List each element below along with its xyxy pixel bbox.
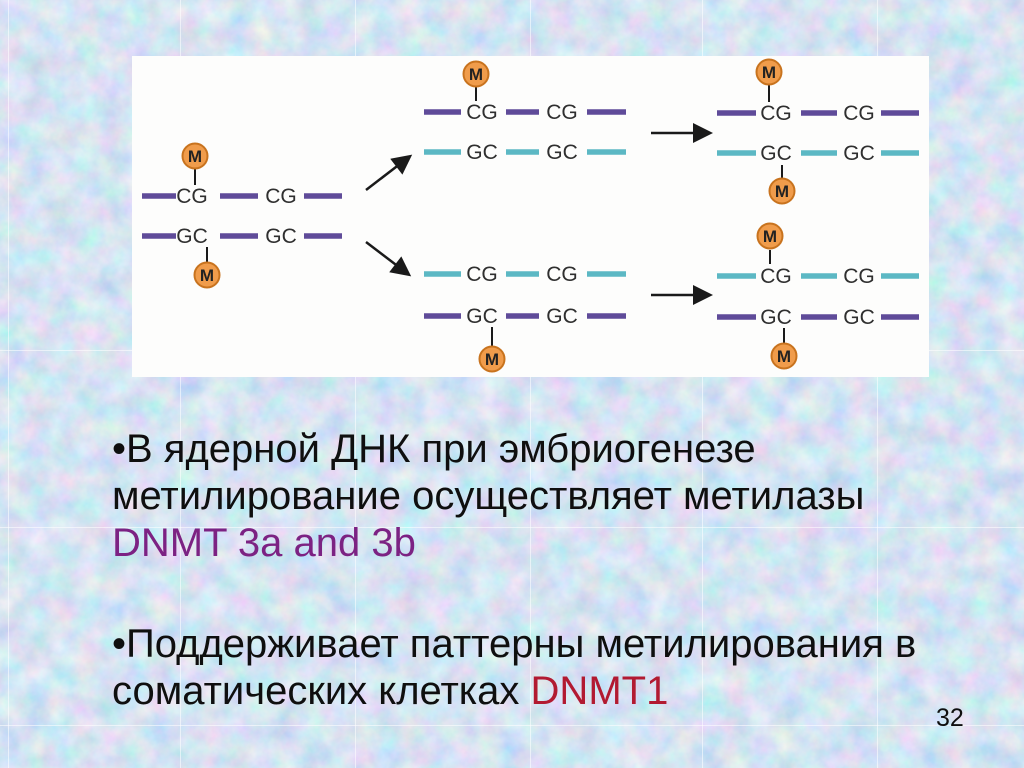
- methyl-m-icon: M: [181, 142, 209, 185]
- text-segment: соматических клетках: [112, 669, 531, 713]
- gc-site-label: GC: [843, 142, 875, 165]
- svg-text:M: M: [200, 266, 214, 285]
- gc-site-label: GC: [546, 305, 578, 328]
- replication-arrow-up: [365, 154, 413, 191]
- methyl-m-icon: M: [478, 327, 506, 373]
- cg-site-label: CG: [760, 265, 792, 288]
- text-line: соматических клетках DNMT1: [112, 668, 916, 715]
- text-line: •Поддерживает паттерны метилирования в: [112, 622, 917, 666]
- methyl-m-icon: M: [462, 60, 490, 101]
- methyl-m-icon: M: [770, 328, 798, 370]
- cg-site-label: CG: [546, 101, 578, 124]
- svg-text:M: M: [775, 182, 789, 201]
- text-line: метилирование осуществляет метилазы: [112, 474, 865, 518]
- cg-site-label: CG: [265, 185, 297, 208]
- cg-site-label: CG: [760, 102, 792, 125]
- text-line: •В ядерной ДНК при эмбриогенезе: [112, 427, 756, 471]
- remethylated-duplex-bottom: CG CG GC GC M M: [717, 222, 919, 370]
- dnmt1-accent-text: DNMT1: [530, 669, 669, 713]
- replication-arrow-down: [365, 241, 412, 277]
- cg-site-label: CG: [843, 265, 875, 288]
- bullet-paragraph-2: •Поддерживает паттерны метилирования в с…: [112, 621, 916, 715]
- gc-site-label: GC: [265, 225, 297, 248]
- bullet-paragraph-1: •В ядерной ДНК при эмбриогенезе метилиро…: [112, 426, 864, 567]
- methyl-m-icon: M: [756, 222, 784, 264]
- gc-site-label: GC: [760, 306, 792, 329]
- daughter-duplex-top: CG CG GC GC M: [424, 60, 626, 164]
- svg-text:M: M: [763, 227, 777, 246]
- methyl-m-icon: M: [768, 165, 796, 205]
- cg-site-label: CG: [466, 263, 498, 286]
- svg-text:M: M: [777, 347, 791, 366]
- gc-site-label: GC: [760, 142, 792, 165]
- cg-site-label: CG: [843, 102, 875, 125]
- gc-site-label: GC: [546, 141, 578, 164]
- cg-site-label: CG: [466, 101, 498, 124]
- daughter-duplex-bottom: CG CG GC GC M: [424, 263, 626, 373]
- remethylated-duplex-top: CG CG GC GC M M: [717, 58, 919, 205]
- gc-site-label: GC: [466, 141, 498, 164]
- gc-site-label: GC: [843, 306, 875, 329]
- svg-text:M: M: [469, 65, 483, 84]
- svg-text:M: M: [762, 63, 776, 82]
- cg-site-label: CG: [176, 185, 208, 208]
- methyl-m-icon: M: [755, 58, 783, 102]
- dna-methylation-diagram: CG CG GC GC M M: [142, 58, 919, 373]
- methyl-m-icon: M: [193, 247, 221, 289]
- dnmt3-accent-text: DNMT 3a and 3b: [112, 521, 416, 565]
- gc-site-label: GC: [466, 305, 498, 328]
- svg-text:M: M: [485, 350, 499, 369]
- gc-site-label: GC: [176, 225, 208, 248]
- svg-text:M: M: [188, 147, 202, 166]
- page-number: 32: [936, 704, 964, 732]
- parent-duplex: CG CG GC GC M M: [142, 142, 342, 289]
- cg-site-label: CG: [546, 263, 578, 286]
- diagram-panel: CG CG GC GC M M: [132, 56, 929, 377]
